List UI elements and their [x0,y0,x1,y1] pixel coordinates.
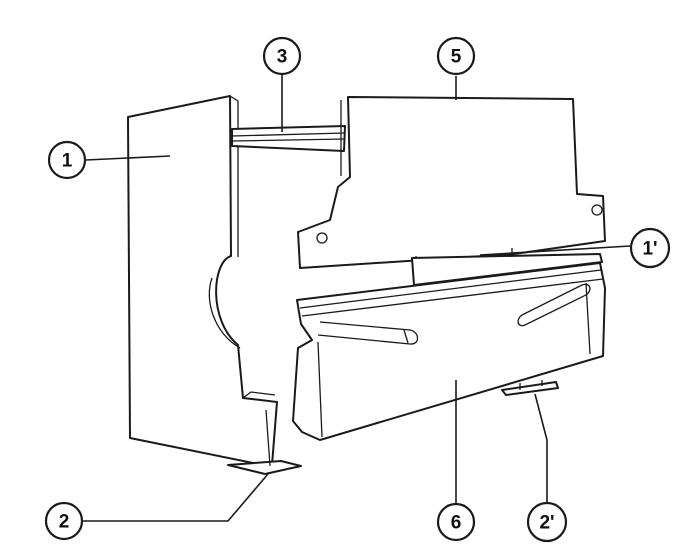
callout-6-label: 6 [451,513,462,534]
callout-2-prime: 2' [526,501,568,543]
callout-1-prime-label: 1' [642,239,657,260]
callout-2: 2 [44,501,84,541]
callout-1-prime: 1' [629,227,671,269]
callout-6: 6 [436,502,476,542]
callout-5-label: 5 [451,47,462,68]
right-frame-strip [411,253,603,286]
left-side-frame [127,95,278,467]
leader-lines [82,75,631,522]
lower-beam [292,262,606,441]
callout-1: 1 [47,140,87,180]
callout-3-label: 3 [277,47,288,68]
upper-beam [297,96,606,282]
callout-2-prime-label: 2' [539,513,554,534]
callout-3: 3 [262,36,302,76]
callout-1-label: 1 [62,151,73,172]
right-foot-plate [501,380,559,396]
callout-5: 5 [436,36,476,76]
left-foot-plate [227,409,302,475]
callout-2-label: 2 [59,512,70,533]
top-crossbeam [231,125,346,152]
